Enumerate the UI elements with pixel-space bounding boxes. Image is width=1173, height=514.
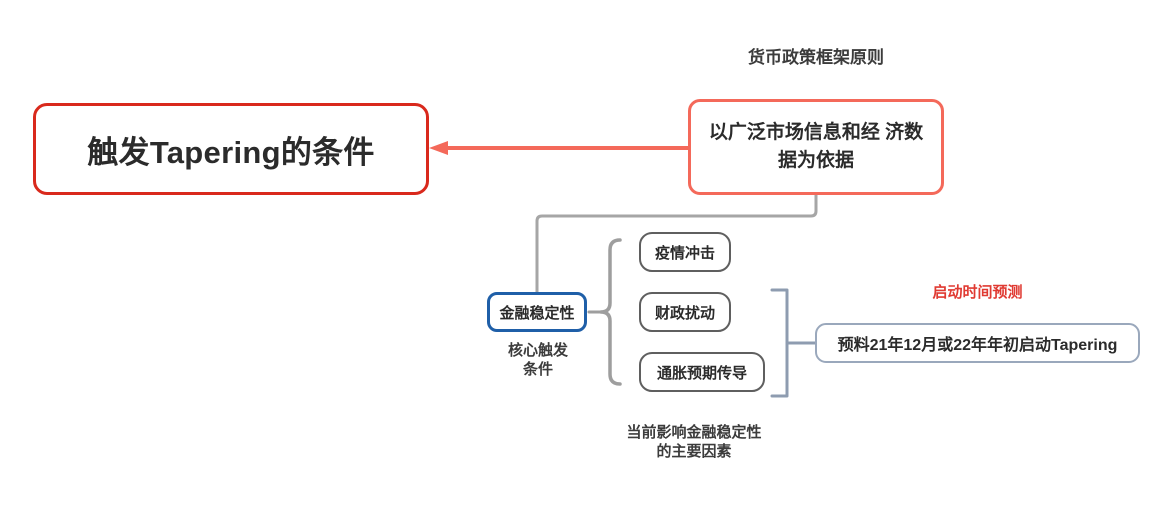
node-timing-forecast[interactable]: 预料21年12月或22年年初启动Tapering [815, 323, 1140, 363]
connector-factors-to-forecast [770, 288, 817, 398]
branch-caption-core-trigger: 核心触发 条件 [507, 342, 568, 379]
branch-caption-policy-principle: 货币政策框架原则 [748, 48, 884, 67]
node-financial-stability-label: 金融稳定性 [499, 304, 575, 322]
node-factor-inflation-expectation[interactable]: 通胀预期传导 [639, 352, 765, 392]
root-node-label: 触发Tapering的条件 [87, 134, 375, 170]
connector-principle-to-root [429, 141, 688, 155]
node-factor-epidemic-shock[interactable]: 疫情冲击 [639, 232, 731, 272]
node-timing-forecast-label: 预料21年12月或22年年初启动Tapering [837, 337, 1118, 354]
node-factor-label: 疫情冲击 [654, 244, 715, 262]
branch-caption-timing-forecast: 启动时间预测 [932, 284, 1023, 301]
node-policy-principle-label: 以广泛市场信息和经 济数据为依据 [708, 122, 924, 171]
node-factor-fiscal-disturbance[interactable]: 财政扰动 [639, 292, 731, 332]
node-policy-principle[interactable]: 以广泛市场信息和经 济数据为依据 [688, 99, 944, 195]
root-node-trigger-conditions[interactable]: 触发Tapering的条件 [33, 103, 429, 195]
node-factor-label: 通胀预期传导 [656, 364, 747, 382]
branch-caption-stability-factors: 当前影响金融稳定性 的主要因素 [626, 424, 762, 461]
node-financial-stability[interactable]: 金融稳定性 [487, 292, 587, 332]
node-factor-label: 财政扰动 [654, 304, 715, 322]
